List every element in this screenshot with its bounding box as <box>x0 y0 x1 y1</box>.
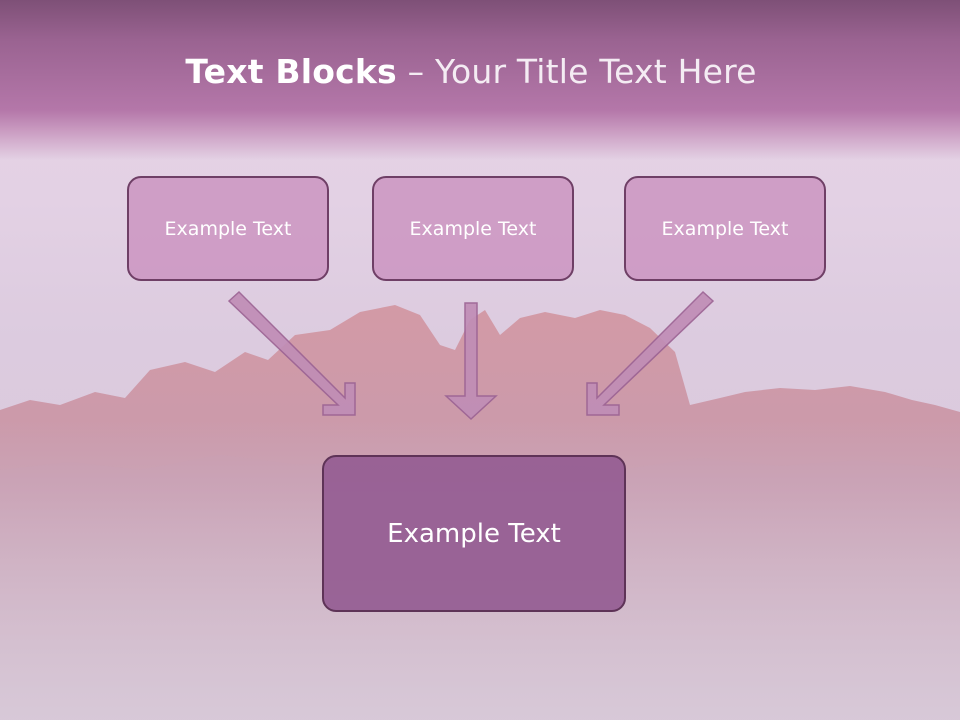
title-rest-part: – Your Title Text Here <box>396 52 757 91</box>
down-right-arrow-icon <box>227 290 356 416</box>
text-box-top-left[interactable]: Example Text <box>127 176 329 281</box>
text-box-top-left-label: Example Text <box>164 217 292 240</box>
title-bold-part: Text Blocks <box>185 52 397 91</box>
text-box-top-right[interactable]: Example Text <box>624 176 826 281</box>
text-box-bottom-label: Example Text <box>387 518 561 549</box>
down-arrow-icon <box>444 302 498 421</box>
down-left-arrow-icon <box>586 290 715 416</box>
slide-title: Text Blocks – Your Title Text Here <box>0 52 942 91</box>
text-box-bottom[interactable]: Example Text <box>322 455 626 612</box>
text-box-top-center-label: Example Text <box>409 217 537 240</box>
text-box-top-center[interactable]: Example Text <box>372 176 574 281</box>
text-box-top-right-label: Example Text <box>661 217 789 240</box>
title-band <box>0 0 960 160</box>
